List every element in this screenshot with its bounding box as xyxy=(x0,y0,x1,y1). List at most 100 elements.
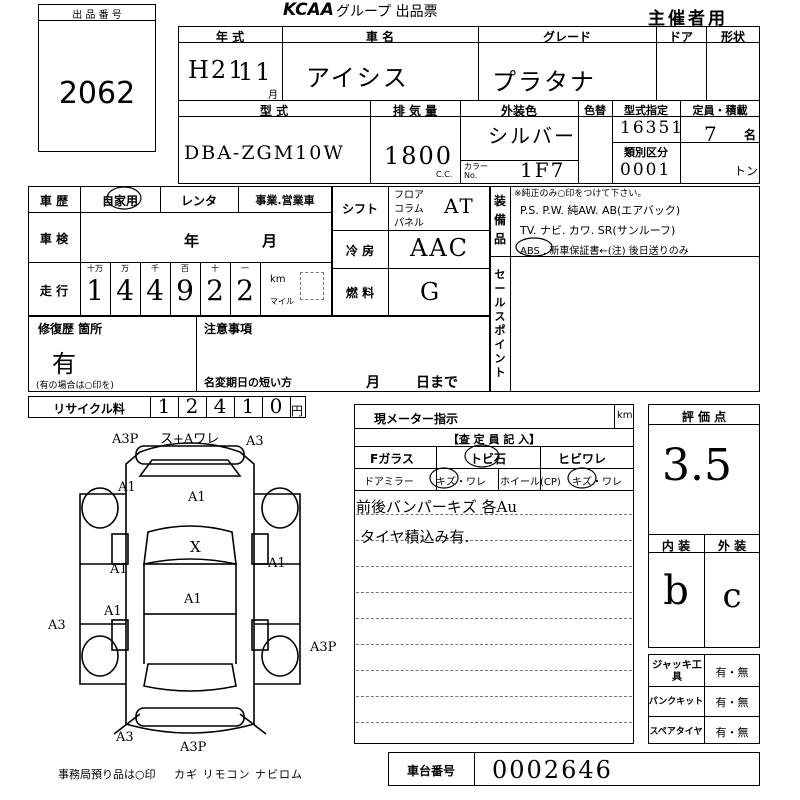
remark-rule-line xyxy=(356,644,632,645)
repair-history-value: 有 xyxy=(52,350,76,378)
abs-circle-mark xyxy=(515,237,553,257)
recycle-unit: 円 xyxy=(291,404,304,418)
exterior-color-label: 外装色 xyxy=(500,104,537,118)
damage-mark-door-left-front: A1 xyxy=(110,562,128,577)
inspection-label: 車 検 xyxy=(39,232,69,246)
shift-column: コラム xyxy=(394,204,424,215)
capacity-value: 7 xyxy=(704,122,719,146)
color-change-label: 色替 xyxy=(584,104,606,117)
class-label: 類別区分 xyxy=(624,146,668,159)
inspector-section-label: 【査 定 員 記 入】 xyxy=(447,433,541,446)
remark-rule-line xyxy=(356,592,632,593)
meter-unit: km xyxy=(617,410,633,421)
history-rental: レンタ xyxy=(180,194,217,208)
mileage-digit: 1 xyxy=(86,274,104,307)
exterior-color-value: シルバー xyxy=(488,124,576,148)
interior-label: 内 装 xyxy=(661,539,691,553)
copy-label: 主催者用 xyxy=(648,9,728,29)
cc-unit: C.C. xyxy=(436,170,453,179)
history-label: 車 歴 xyxy=(39,194,69,208)
recycle-digit: 1 xyxy=(241,394,255,418)
mileage-unit-label: 百 xyxy=(181,264,189,273)
damage-mark-bumper-center: A3P xyxy=(180,740,207,755)
year-value: H21 xyxy=(188,56,246,84)
damage-mark-fender-left: A1 xyxy=(118,480,136,495)
mileage-digit: 4 xyxy=(146,274,164,307)
inspection-year: 年 xyxy=(184,232,200,250)
office-items-note: 事務局預り品は○印 xyxy=(58,768,156,781)
equipment-line-2: TV. ナビ. カワ. SR(サンルーフ) xyxy=(520,224,676,237)
model-label: 型 式 xyxy=(259,104,289,118)
history-table xyxy=(28,186,332,316)
equipment-label: 装備品 xyxy=(493,194,506,246)
ac-value: AAC xyxy=(410,234,470,262)
score-value: 3.5 xyxy=(662,440,732,491)
displacement-value: 1800 xyxy=(384,142,454,170)
puncture-kit-value: 有・無 xyxy=(715,696,749,709)
color-number-label: カラー No. xyxy=(464,162,488,180)
recycle-digit-cell xyxy=(262,396,291,418)
mileage-unit-label: 千 xyxy=(151,264,159,273)
year-month-value: 11 xyxy=(238,58,273,86)
grade-label: グレード xyxy=(542,30,591,44)
chassis-number-box xyxy=(388,752,760,786)
spare-tire-value: 有・無 xyxy=(715,726,749,739)
equipment-note: ※純正のみ○印をつけて下さい。 xyxy=(514,189,647,199)
grade-value: プラタナ xyxy=(492,68,596,96)
displacement-label: 排 気 量 xyxy=(392,104,438,118)
deadline-day: 日まで xyxy=(416,375,458,391)
lot-number-box xyxy=(38,4,156,152)
lot-number: 2062 xyxy=(58,76,136,111)
mile-label: マイル xyxy=(270,297,294,306)
auction-logo: KCAA xyxy=(283,0,334,20)
remark-rule-line xyxy=(356,670,632,671)
mileage-digit: 4 xyxy=(116,274,134,307)
car-damage-diagram xyxy=(79,442,301,735)
repair-history-note: (有の場合は○印を) xyxy=(36,381,114,391)
model-value: DBA-ZGM10W xyxy=(184,142,345,164)
chassis-number-value: 0002646 xyxy=(492,756,613,784)
damage-mark-roof: A1 xyxy=(184,592,202,607)
year-label: 年 式 xyxy=(215,30,245,44)
remark-rule-line xyxy=(356,696,632,697)
wheel-label: ホイール(CP) xyxy=(500,477,561,488)
remark-rule-line xyxy=(356,514,632,515)
mileage-digit: 2 xyxy=(236,274,254,307)
sales-point-label: セールスポイント xyxy=(494,268,506,379)
damage-mark-door-right: A1 xyxy=(268,556,286,571)
recycle-digit: 2 xyxy=(185,394,199,418)
repair-notes-table xyxy=(28,316,490,392)
mileage-unit-label: 十万 xyxy=(87,264,103,273)
history-business: 事業.営業車 xyxy=(255,194,315,207)
jack-tool-value: 有・無 xyxy=(715,666,749,679)
class-value: 0001 xyxy=(620,160,672,180)
damage-mark-hood: A1 xyxy=(188,490,206,505)
color-number-value: 1F7 xyxy=(520,158,566,182)
inspector-section xyxy=(354,404,634,744)
mile-checkbox[interactable] xyxy=(300,272,324,300)
damage-mark-windshield: X xyxy=(190,538,201,556)
equipment-line-1: P.S. P.W. 純AW. AB(エアバック) xyxy=(520,204,681,217)
ac-label: 冷 房 xyxy=(345,244,375,258)
recycle-digit: 4 xyxy=(213,394,227,418)
ton-unit: トン xyxy=(734,164,759,178)
mileage-unit-label: 万 xyxy=(121,264,129,273)
remark-rule-line xyxy=(356,566,632,567)
remark-rule-line xyxy=(356,618,632,619)
chassis-number-label: 車台番号 xyxy=(406,764,455,778)
equipment-line-3: ABS . 新車保証書←(注) 後日送りのみ xyxy=(520,246,689,257)
wheel-options: キズ・ワレ xyxy=(572,477,622,488)
damage-mark-door-left-rear: A1 xyxy=(104,604,122,619)
type-designation-value: 16351 xyxy=(620,118,685,138)
meter-label: 現メーター指示 xyxy=(374,412,459,426)
recycle-digit: 0 xyxy=(269,394,283,418)
mileage-label: 走 行 xyxy=(39,284,69,298)
glass-chip-circle xyxy=(464,444,500,468)
shift-value: AT xyxy=(444,194,475,218)
type-designation-label: 型式指定 xyxy=(624,104,668,117)
glass-chip: トビ石 xyxy=(470,452,507,466)
fuel-value: G xyxy=(420,278,442,306)
door-label: ドア xyxy=(668,30,693,44)
history-circle-mark xyxy=(106,186,142,210)
sheet-title: グループ 出品票 xyxy=(336,4,438,20)
